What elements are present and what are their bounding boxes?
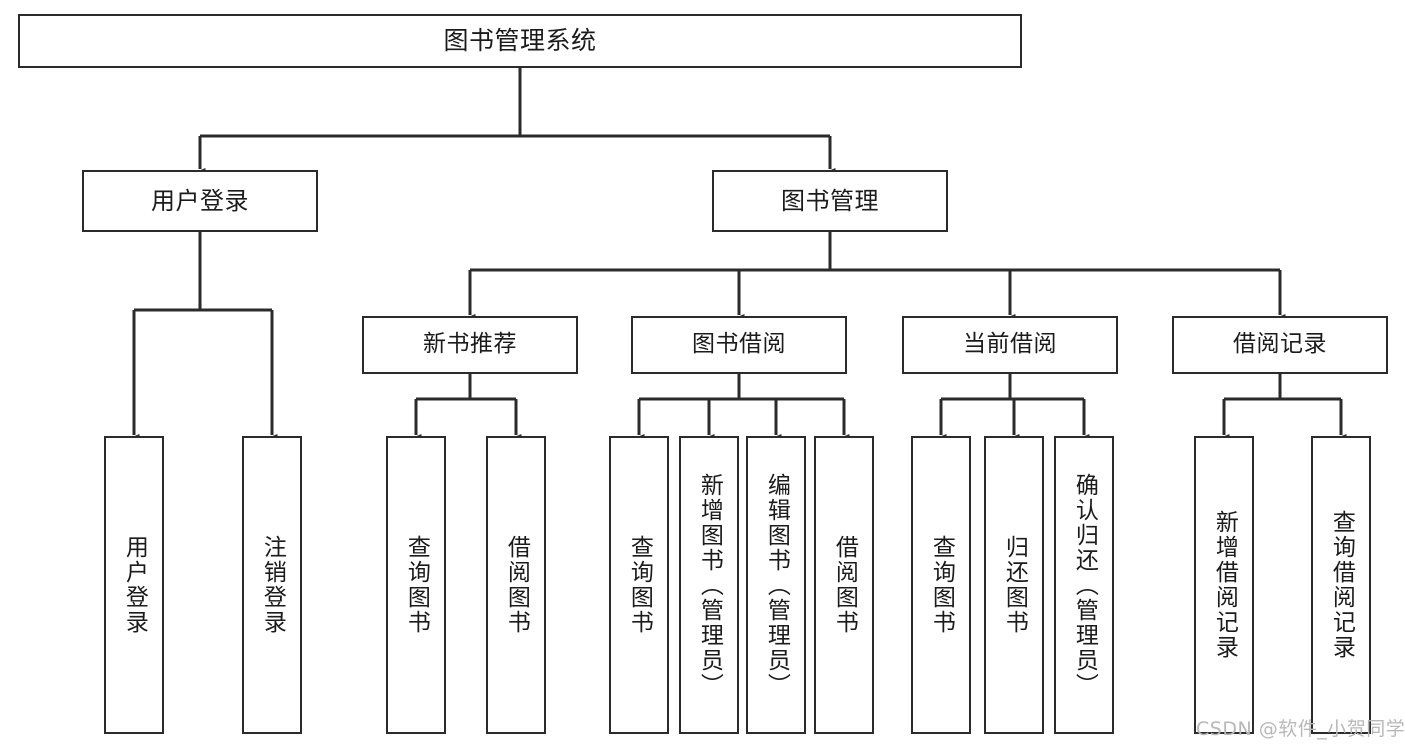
- node-label-leaf-query-borrow-record: 查询借阅记录: [1328, 510, 1355, 660]
- node-borrow-record[interactable]: 借阅记录: [1172, 316, 1388, 374]
- node-leaf-query-book-recommend[interactable]: 查询图书: [386, 436, 446, 734]
- node-leaf-return-book[interactable]: 归还图书: [984, 436, 1044, 734]
- node-leaf-query-borrow-record[interactable]: 查询借阅记录: [1311, 436, 1371, 734]
- node-label-current-borrow: 当前借阅: [963, 331, 1057, 358]
- node-user-login[interactable]: 用户登录: [82, 170, 318, 232]
- node-leaf-add-book-admin[interactable]: 新增图书（管理员）: [679, 436, 739, 734]
- node-new-book-recommend[interactable]: 新书推荐: [362, 316, 578, 374]
- node-current-borrow[interactable]: 当前借阅: [902, 316, 1118, 374]
- node-root[interactable]: 图书管理系统: [18, 14, 1022, 68]
- node-label-leaf-user-login: 用户登录: [121, 535, 148, 635]
- node-label-leaf-confirm-return-admin: 确认归还（管理员）: [1071, 472, 1098, 698]
- node-label-borrow-record: 借阅记录: [1233, 331, 1327, 358]
- node-label-book-borrow: 图书借阅: [692, 331, 786, 358]
- node-label-leaf-user-logout: 注销登录: [259, 535, 286, 635]
- node-label-leaf-query-book-current: 查询图书: [928, 535, 955, 635]
- node-leaf-add-borrow-record[interactable]: 新增借阅记录: [1194, 436, 1254, 734]
- node-leaf-borrow-book[interactable]: 借阅图书: [814, 436, 874, 734]
- node-leaf-query-book-current[interactable]: 查询图书: [911, 436, 971, 734]
- node-leaf-confirm-return-admin[interactable]: 确认归还（管理员）: [1054, 436, 1114, 734]
- node-book-management[interactable]: 图书管理: [712, 170, 948, 232]
- node-leaf-user-logout[interactable]: 注销登录: [242, 436, 302, 734]
- node-label-leaf-query-book-borrow: 查询图书: [626, 535, 653, 635]
- node-label-book-management: 图书管理: [781, 186, 879, 215]
- node-leaf-query-book-borrow[interactable]: 查询图书: [609, 436, 669, 734]
- node-leaf-user-login[interactable]: 用户登录: [104, 436, 164, 734]
- node-book-borrow[interactable]: 图书借阅: [631, 316, 847, 374]
- node-label-leaf-edit-book-admin: 编辑图书（管理员）: [763, 472, 790, 698]
- node-label-user-login: 用户登录: [151, 186, 249, 215]
- node-label-new-book-recommend: 新书推荐: [423, 331, 517, 358]
- node-label-leaf-add-borrow-record: 新增借阅记录: [1211, 510, 1238, 660]
- node-leaf-borrow-book-recommend[interactable]: 借阅图书: [486, 436, 546, 734]
- node-label-leaf-add-book-admin: 新增图书（管理员）: [696, 472, 723, 698]
- node-label-leaf-borrow-book-recommend: 借阅图书: [503, 535, 530, 635]
- node-label-root: 图书管理系统: [443, 26, 597, 55]
- node-leaf-edit-book-admin[interactable]: 编辑图书（管理员）: [746, 436, 806, 734]
- node-label-leaf-query-book-recommend: 查询图书: [403, 535, 430, 635]
- node-label-leaf-return-book: 归还图书: [1001, 535, 1028, 635]
- node-label-leaf-borrow-book: 借阅图书: [831, 535, 858, 635]
